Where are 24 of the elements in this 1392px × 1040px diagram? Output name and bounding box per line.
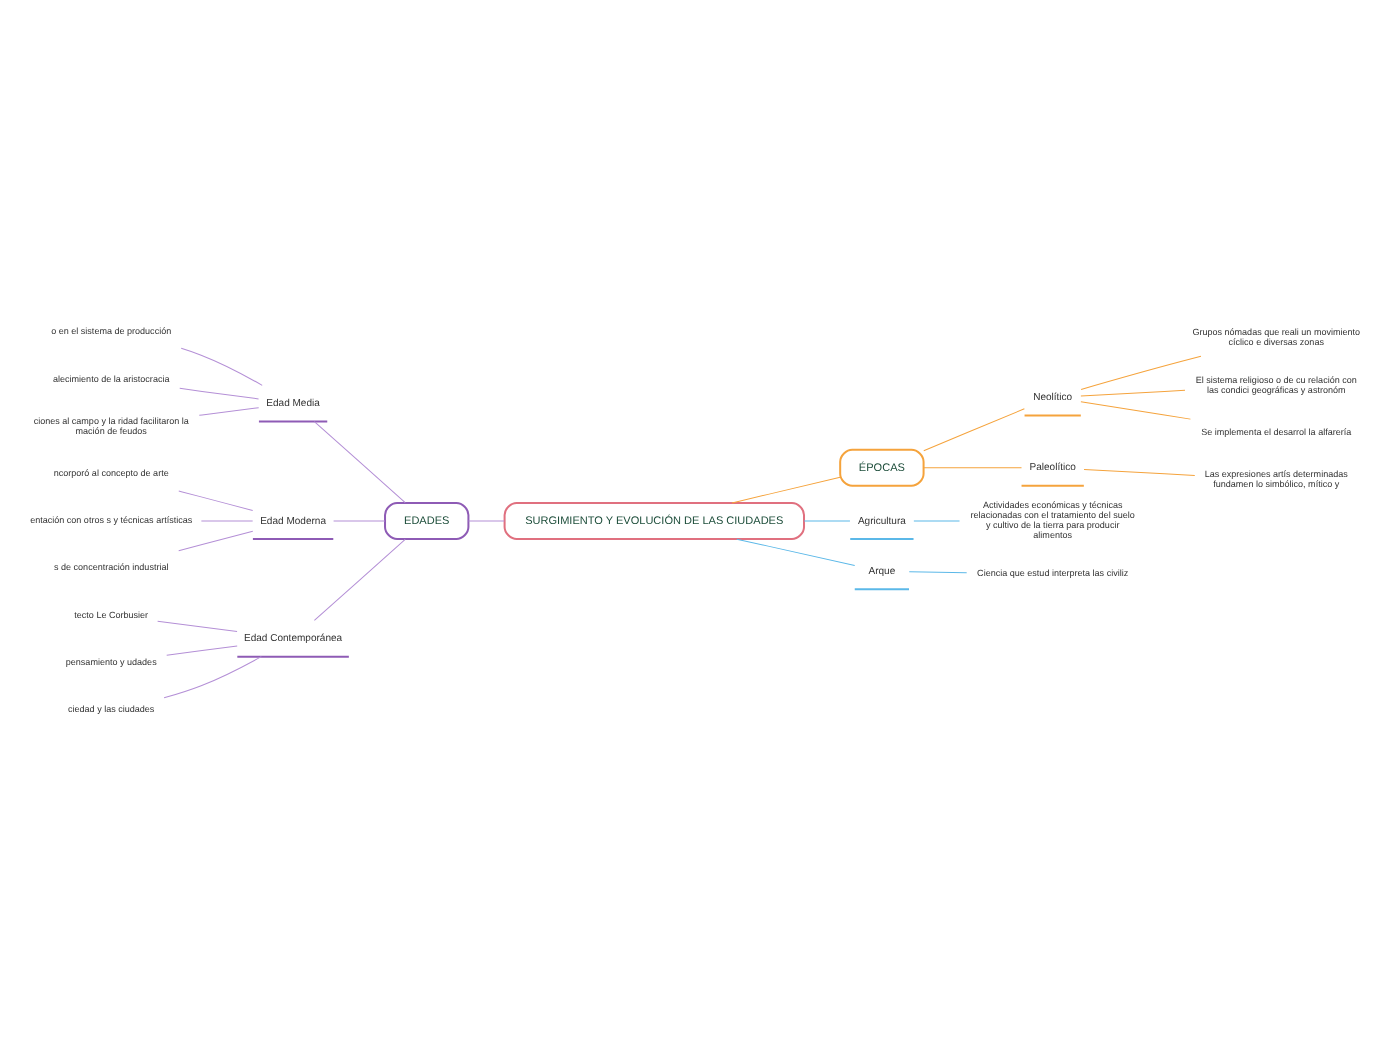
connector	[913, 519, 960, 521]
connector	[313, 537, 406, 620]
connector	[1080, 400, 1191, 419]
connector	[1083, 467, 1196, 475]
connector	[163, 655, 262, 698]
connector	[468, 519, 505, 521]
connector	[166, 644, 238, 655]
connector	[731, 475, 841, 503]
connector	[1080, 388, 1186, 396]
connector	[736, 537, 856, 565]
connector	[908, 570, 968, 573]
connector	[333, 519, 386, 521]
connector	[178, 489, 254, 510]
connector	[200, 519, 254, 521]
connector	[923, 407, 1025, 451]
connector	[180, 346, 263, 385]
connector	[198, 406, 260, 415]
connector	[313, 420, 406, 503]
connector	[178, 529, 254, 551]
connector	[1080, 354, 1202, 389]
connector	[923, 466, 1022, 468]
connector	[803, 519, 851, 521]
connector	[157, 619, 238, 631]
connector	[179, 386, 260, 399]
